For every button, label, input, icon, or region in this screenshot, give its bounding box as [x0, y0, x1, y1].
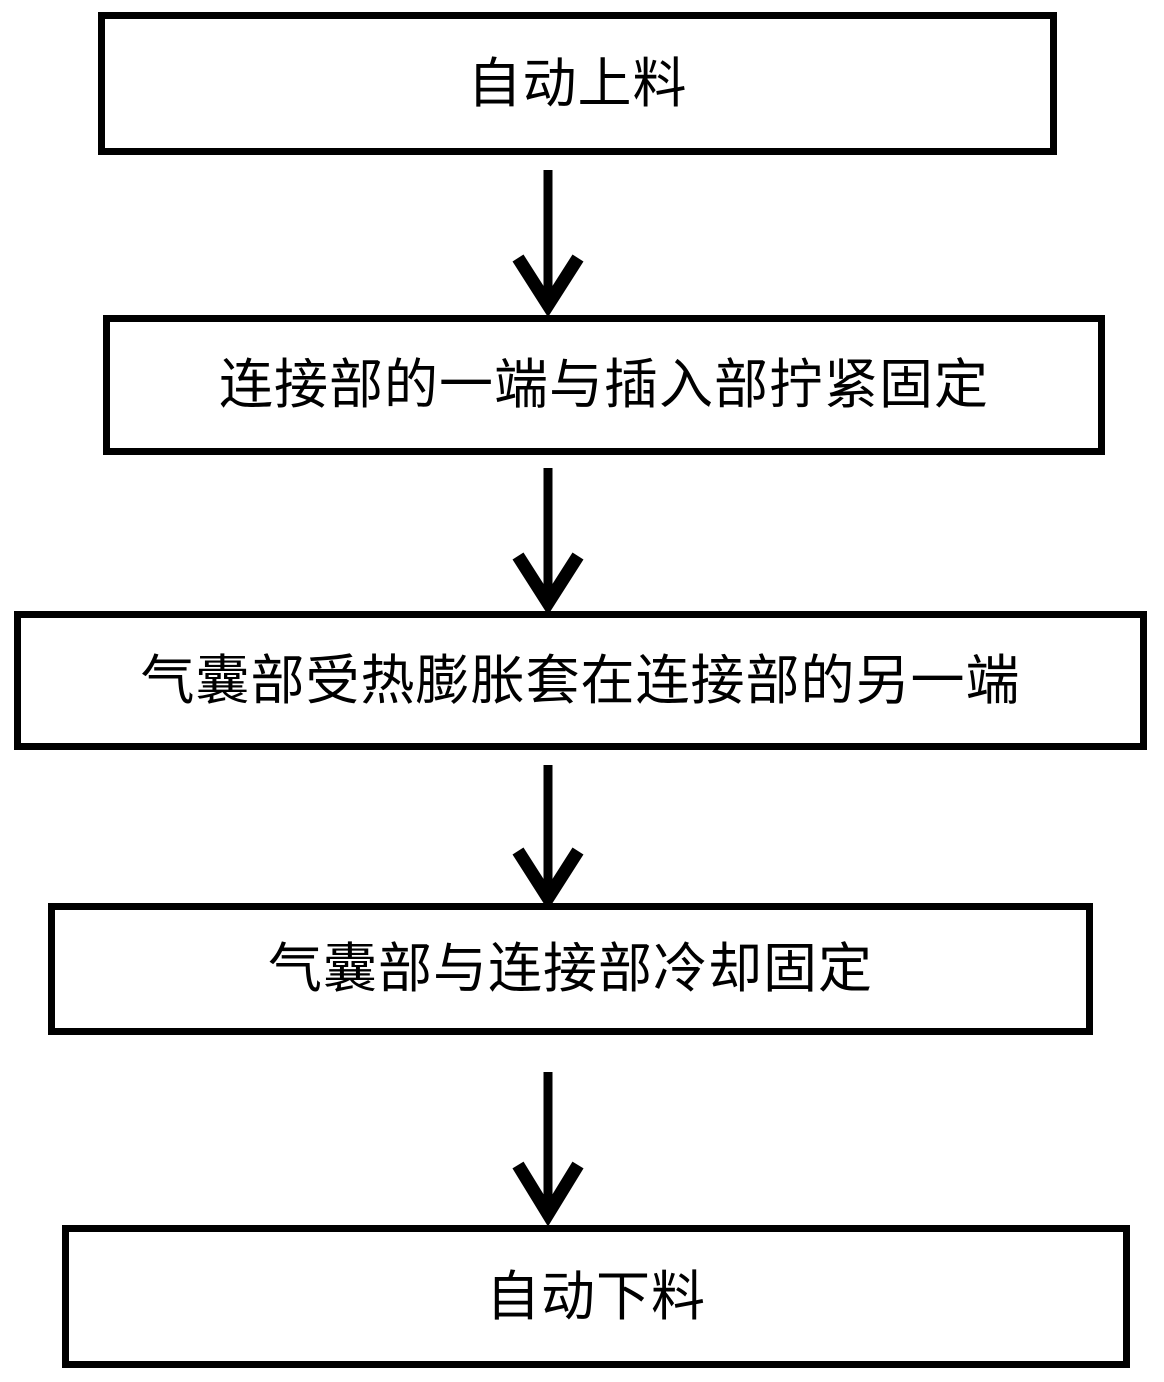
process-box-label: 气囊部受热膨胀套在连接部的另一端	[140, 648, 1021, 712]
process-box-tighten-connector[interactable]: 连接部的一端与插入部拧紧固定	[103, 315, 1105, 455]
process-box-airbag-thermal-expansion[interactable]: 气囊部受热膨胀套在连接部的另一端	[14, 611, 1147, 750]
process-box-auto-feeding[interactable]: 自动上料	[98, 12, 1057, 155]
process-box-auto-unloading[interactable]: 自动下料	[62, 1225, 1130, 1368]
process-box-label: 气囊部与连接部冷却固定	[268, 937, 873, 1001]
process-box-cooling-fixation[interactable]: 气囊部与连接部冷却固定	[48, 903, 1093, 1035]
process-box-label: 连接部的一端与插入部拧紧固定	[219, 353, 989, 417]
process-box-label: 自动上料	[467, 51, 688, 115]
process-box-label: 自动下料	[486, 1264, 706, 1328]
